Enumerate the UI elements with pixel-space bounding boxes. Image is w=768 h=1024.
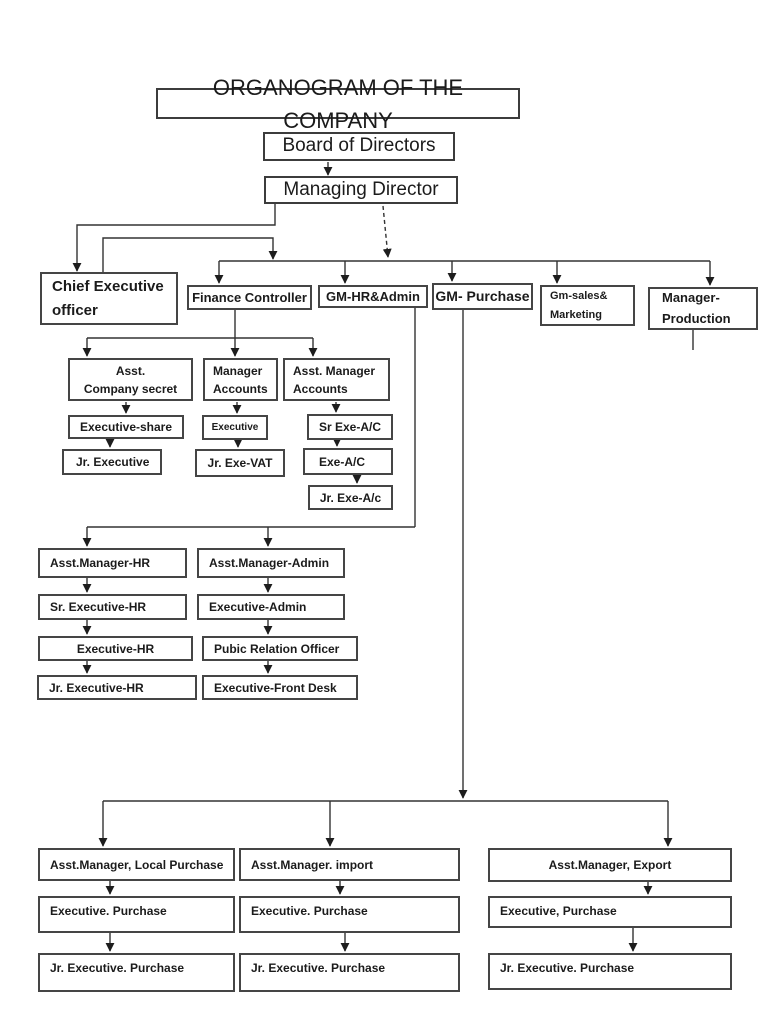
node-jr-executive: Jr. Executive	[62, 449, 162, 475]
node-executive-share: Executive-share	[68, 415, 184, 439]
node-asst-manager-admin: Asst.Manager-Admin	[197, 548, 345, 578]
node-gm-purchase: GM- Purchase	[432, 283, 533, 310]
node-asst-manager-export: Asst.Manager, Export	[488, 848, 732, 882]
node-gm-hr-admin: GM-HR&Admin	[318, 285, 428, 308]
node-asst-manager-hr: Asst.Manager-HR	[38, 548, 187, 578]
node-sr-executive-hr: Sr. Executive-HR	[38, 594, 187, 620]
node-executive: Executive	[202, 415, 268, 440]
node-asst-manager-local-purchase: Asst.Manager, Local Purchase	[38, 848, 235, 881]
node-chief-executive-officer: Chief Executive officer	[40, 272, 178, 325]
node-executive-front-desk: Executive-Front Desk	[202, 675, 358, 700]
node-executive-admin: Executive-Admin	[197, 594, 345, 620]
node-jr-exe-ac: Jr. Exe-A/c	[308, 485, 393, 510]
node-executive-purchase-export: Executive, Purchase	[488, 896, 732, 928]
node-sr-exe-ac: Sr Exe-A/C	[307, 414, 393, 440]
page-title: ORGANOGRAM OF THE COMPANY	[156, 75, 520, 133]
node-gm-sales-marketing: Gm-sales& Marketing	[540, 285, 635, 326]
node-asst-company-secret: Asst. Company secret	[68, 358, 193, 401]
node-asst-manager-import: Asst.Manager. import	[239, 848, 460, 881]
connector-group	[72, 162, 715, 952]
node-public-relation-officer: Pubic Relation Officer	[202, 636, 358, 661]
node-jr-executive-hr: Jr. Executive-HR	[37, 675, 197, 700]
node-asst-manager-accounts: Asst. Manager Accounts	[283, 358, 390, 401]
node-manager-accounts: Manager Accounts	[203, 358, 278, 401]
node-jr-executive-purchase-import: Jr. Executive. Purchase	[239, 953, 460, 992]
node-managing-director: Managing Director	[264, 176, 458, 204]
node-executive-hr: Executive-HR	[38, 636, 193, 661]
node-manager-production: Manager- Production	[648, 287, 758, 330]
node-executive-purchase-local: Executive. Purchase	[38, 896, 235, 933]
node-board-of-directors: Board of Directors	[263, 132, 455, 161]
node-finance-controller: Finance Controller	[187, 285, 312, 310]
node-jr-exe-vat: Jr. Exe-VAT	[195, 449, 285, 477]
node-jr-executive-purchase-local: Jr. Executive. Purchase	[38, 953, 235, 992]
node-jr-executive-purchase-export: Jr. Executive. Purchase	[488, 953, 732, 990]
node-exe-ac: Exe-A/C	[303, 448, 393, 475]
node-executive-purchase-import: Executive. Purchase	[239, 896, 460, 933]
